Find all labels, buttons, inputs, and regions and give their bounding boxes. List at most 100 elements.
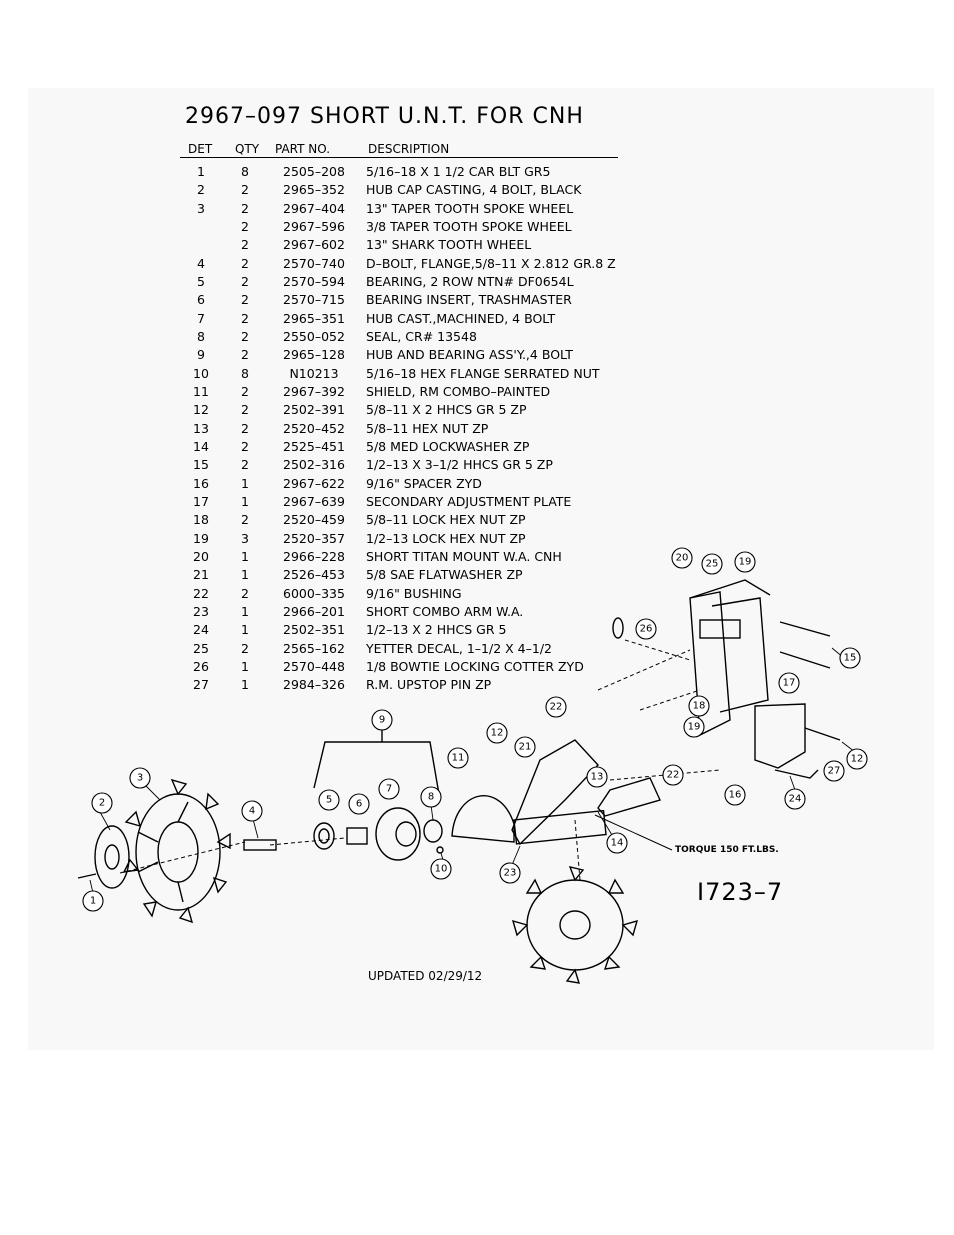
balloon-label: 3: [137, 773, 143, 784]
cell-det: 16: [193, 475, 209, 491]
cell-det: 19: [193, 530, 209, 546]
cell-qty: 2: [241, 347, 249, 363]
cell-det: 23: [193, 603, 209, 619]
cell-desc: YETTER DECAL, 1–1/2 X 4–1/2: [366, 640, 553, 656]
torque-note: TORQUE 150 FT.LBS.: [675, 845, 779, 855]
balloon-label: 9: [379, 715, 385, 726]
balloon-label: 25: [706, 559, 719, 570]
cell-part: 2505–208: [283, 164, 345, 179]
cell-desc: SHIELD, RM COMBO–PAINTED: [366, 383, 551, 399]
balloon-label: 22: [667, 770, 680, 781]
cell-det: 12: [193, 402, 209, 418]
cell-qty: 1: [241, 622, 249, 638]
cell-det: 3: [197, 200, 205, 216]
drawing-sheet: [28, 88, 934, 1050]
cell-det: 1: [197, 164, 205, 179]
parts-row: 17 1 2967–639 SECONDARY ADJUSTMENT PLATE: [180, 493, 616, 511]
cell-det: 18: [193, 512, 209, 528]
cell-qty: 2: [241, 457, 249, 473]
header-det: DET: [188, 142, 213, 156]
cell-part: 2502–316: [283, 457, 345, 473]
hub-cap-part: [94, 825, 130, 889]
cell-desc: 5/16–18 HEX FLANGE SERRATED NUT: [366, 365, 600, 381]
cell-det: 17: [193, 493, 209, 509]
balloon-label: 17: [783, 678, 796, 689]
cell-det: 4: [197, 255, 205, 271]
balloon-label: 15: [844, 653, 857, 664]
balloon-label: 5: [326, 795, 332, 806]
cell-part: 2966–228: [283, 548, 345, 564]
cell-qty: 2: [241, 310, 249, 326]
cell-qty: 2: [241, 512, 249, 528]
balloon-label: 13: [591, 772, 604, 783]
cell-part: 2565–162: [283, 640, 345, 656]
cell-part: 2570–448: [283, 658, 345, 674]
cell-desc: 5/8–11 X 2 HHCS GR 5 ZP: [366, 402, 527, 418]
balloon-label: 16: [729, 790, 742, 801]
cell-desc: SEAL, CR# 13548: [366, 328, 477, 344]
balloon-label: 27: [828, 766, 841, 777]
updated-date: UPDATED 02/29/12: [368, 969, 483, 983]
cell-desc: HUB CAST.,MACHINED, 4 BOLT: [366, 310, 556, 326]
cell-desc: BEARING, 2 ROW NTN# DF0654L: [366, 273, 574, 289]
cell-desc: 1/8 BOWTIE LOCKING COTTER ZYD: [366, 658, 584, 674]
cell-qty: 1: [241, 677, 249, 693]
cell-det: 27: [193, 677, 209, 693]
cell-qty: 1: [241, 493, 249, 509]
parts-row: 24 1 2502–351 1/2–13 X 2 HHCS GR 5: [180, 621, 616, 639]
cell-part: 2502–351: [283, 622, 345, 638]
cell-qty: 2: [241, 255, 249, 271]
cell-desc: 1/2–13 LOCK HEX NUT ZP: [366, 530, 526, 546]
cell-qty: 1: [241, 567, 249, 583]
balloon-label: 7: [386, 784, 392, 795]
cell-det: 25: [193, 640, 209, 656]
header-rule: [180, 157, 618, 158]
cell-qty: 1: [241, 475, 249, 491]
cell-part: 2570–594: [283, 273, 345, 289]
cell-part: 2550–052: [283, 328, 345, 344]
cell-det: 24: [193, 622, 209, 638]
cell-part: 2570–715: [283, 292, 345, 308]
balloon-label: 4: [249, 806, 255, 817]
balloon-label: 24: [789, 794, 802, 805]
cell-part: 2984–326: [283, 677, 345, 693]
spoke-wheel-left: [122, 778, 231, 924]
cell-desc: SECONDARY ADJUSTMENT PLATE: [366, 493, 572, 509]
cell-desc: 1/2–13 X 2 HHCS GR 5: [366, 622, 507, 638]
cell-det: 2: [197, 182, 205, 198]
cell-qty: 2: [241, 328, 249, 344]
balloon-label: 19: [739, 557, 752, 568]
cell-part: 2520–452: [283, 420, 345, 436]
balloon-label: 12: [491, 728, 504, 739]
cell-det: 9: [197, 347, 205, 363]
cell-det: 26: [193, 658, 209, 674]
balloon-label: 10: [435, 864, 448, 875]
cell-qty: 3: [241, 530, 249, 546]
cell-desc: R.M. UPSTOP PIN ZP: [366, 677, 492, 693]
cell-part: 2967–639: [283, 493, 345, 509]
cell-desc: BEARING INSERT, TRASHMASTER: [366, 292, 572, 308]
cell-desc: SHORT TITAN MOUNT W.A. CNH: [366, 548, 562, 564]
cell-qty: 2: [241, 585, 249, 601]
cell-det: 20: [193, 548, 209, 564]
cell-desc: 5/16–18 X 1 1/2 CAR BLT GR5: [366, 164, 551, 179]
